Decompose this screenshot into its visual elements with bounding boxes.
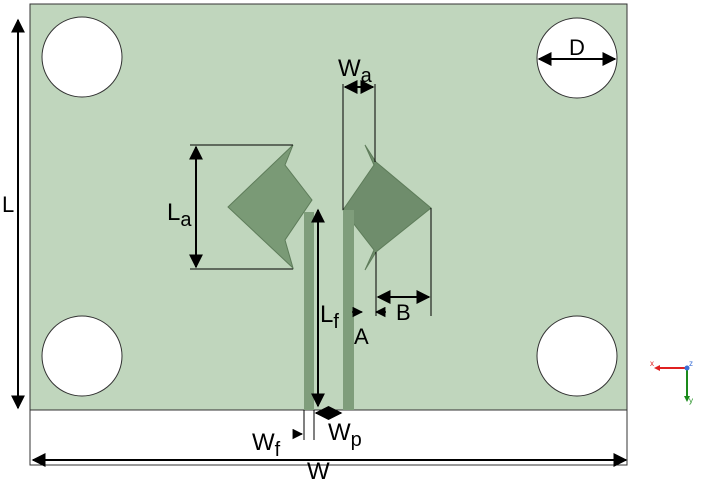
substrate-board — [29, 3, 628, 411]
right-radiating-patch — [342, 144, 432, 271]
label-D: D — [569, 35, 585, 60]
axis-x-label: x — [650, 359, 654, 368]
left-radiating-patch — [227, 144, 313, 270]
label-Lf: Lf — [320, 301, 339, 333]
label-Wf: Wf — [252, 429, 281, 461]
mounting-hole-bottom-left — [41, 315, 123, 397]
label-Wp: Wp — [328, 419, 362, 451]
coordinate-triad-icon: x y z — [650, 359, 693, 405]
feed-line-left — [304, 212, 314, 410]
label-B: B — [396, 300, 411, 325]
label-L: L — [2, 192, 14, 217]
axis-y-label: y — [689, 396, 693, 405]
label-La: La — [167, 199, 192, 231]
label-Wa: Wa — [338, 55, 373, 87]
mounting-hole-bottom-right — [536, 315, 618, 397]
label-W: W — [307, 458, 330, 480]
feed-line-right — [343, 210, 354, 410]
label-A: A — [354, 324, 369, 349]
axis-z-label: z — [689, 359, 693, 368]
mounting-hole-top-left — [41, 16, 123, 98]
